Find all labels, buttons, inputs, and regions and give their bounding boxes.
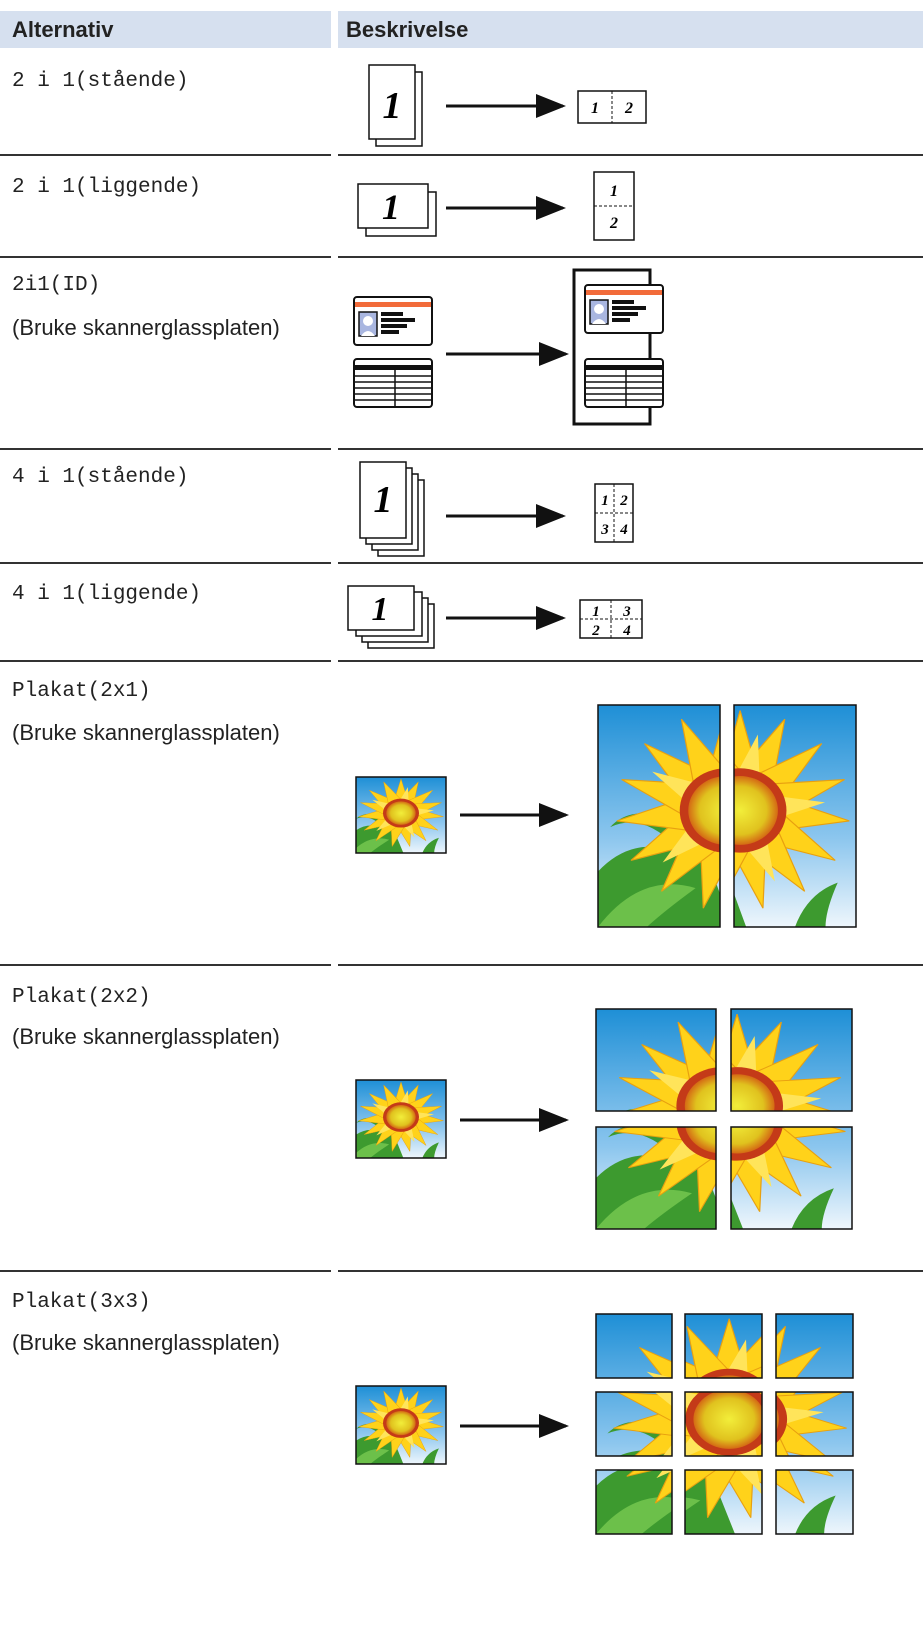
svg-text:1: 1 (374, 479, 393, 521)
option-4in1-portrait: 4 i 1(stående) (12, 466, 189, 489)
option-poster-2x1: Plakat(2x1) (12, 680, 151, 703)
illustration-id-copy (352, 268, 664, 426)
illustration-poster-2x2 (355, 1008, 853, 1230)
note-scanner-glass: (Bruke skannerglassplaten) (12, 1330, 280, 1355)
option-poster-2x2: Plakat(2x2) (12, 986, 151, 1009)
svg-text:2: 2 (609, 215, 618, 232)
illustration-poster-2x1 (355, 704, 857, 928)
note-scanner-glass: (Bruke skannerglassplaten) (12, 315, 280, 340)
svg-text:3: 3 (600, 522, 609, 538)
svg-text:1: 1 (592, 604, 600, 620)
svg-text:3: 3 (622, 604, 631, 620)
svg-text:1: 1 (372, 591, 389, 628)
svg-text:4: 4 (619, 522, 628, 538)
option-2in1-portrait: 2 i 1(stående) (12, 70, 189, 93)
svg-text:1: 1 (601, 493, 609, 509)
note-scanner-glass: (Bruke skannerglassplaten) (12, 720, 280, 745)
svg-text:2: 2 (624, 100, 633, 117)
svg-text:2: 2 (591, 623, 600, 639)
illustration-4in1-landscape: 1 1 3 2 4 (347, 585, 643, 649)
column-header-option: Alternativ (0, 11, 331, 48)
illustration-4in1-portrait: 1 1 2 3 4 (359, 461, 634, 557)
option-4in1-landscape: 4 i 1(liggende) (12, 583, 202, 606)
svg-text:2: 2 (619, 493, 628, 509)
illustration-2in1-landscape: 1 1 2 (357, 171, 635, 241)
svg-text:1: 1 (591, 100, 599, 117)
note-scanner-glass: (Bruke skannerglassplaten) (12, 1024, 280, 1049)
svg-text:1: 1 (382, 187, 400, 227)
digit-1: 1 (383, 85, 402, 127)
option-poster-3x3: Plakat(3x3) (12, 1291, 151, 1314)
illustration-2in1-portrait: 1 1 2 (368, 64, 647, 147)
svg-text:1: 1 (610, 183, 618, 200)
svg-text:4: 4 (622, 623, 631, 639)
option-2in1-landscape: 2 i 1(liggende) (12, 176, 202, 199)
illustration-poster-3x3 (355, 1313, 854, 1535)
option-2in1-id: 2i1(ID) (12, 274, 101, 297)
column-header-description: Beskrivelse (338, 11, 923, 48)
